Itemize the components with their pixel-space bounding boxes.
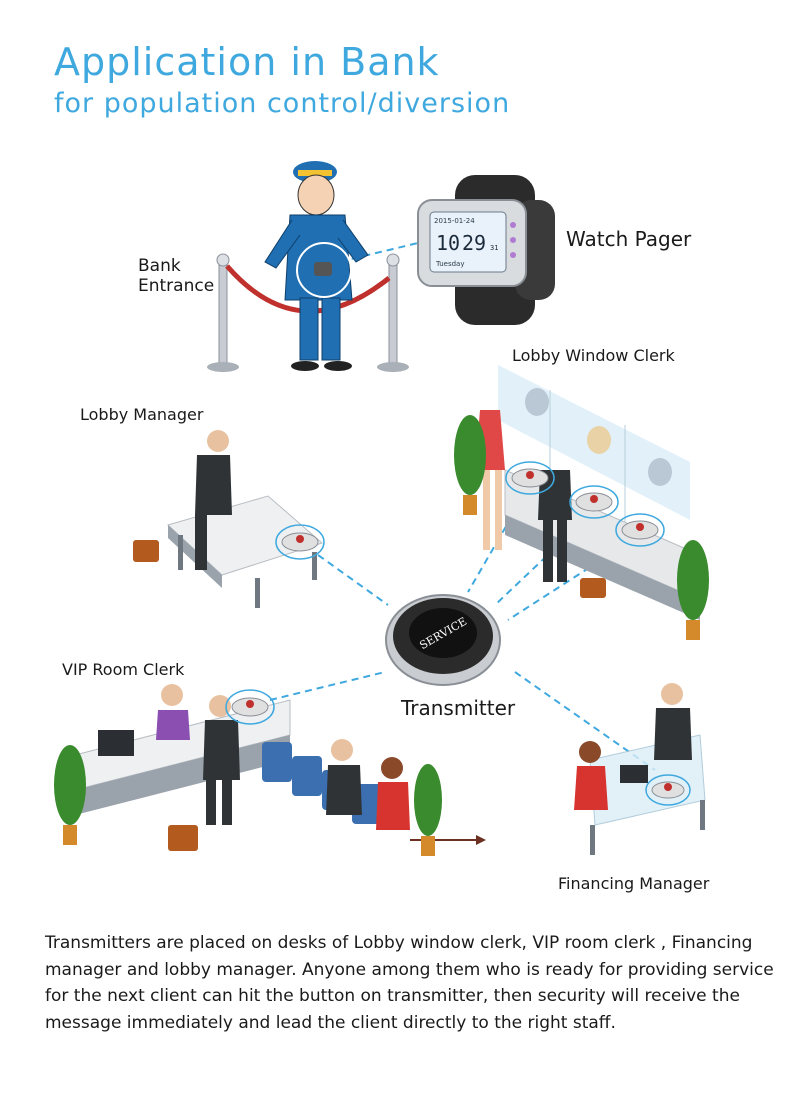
entrance-stanchions <box>207 253 409 372</box>
financing-manager-area <box>574 683 706 855</box>
bank-entrance-label: Bank Entrance <box>138 256 214 296</box>
signal-line-financing <box>514 671 656 771</box>
signal-line-window-clerk-2 <box>494 514 591 606</box>
transmitter-financing <box>645 774 691 806</box>
signal-line-watch <box>304 242 419 271</box>
signal-line-vip <box>269 671 386 701</box>
signal-line-lobby-manager <box>317 554 389 606</box>
security-guard-figure <box>264 161 369 371</box>
lobby-window-counter <box>475 365 701 620</box>
page-title: Application in Bank <box>54 40 440 84</box>
bank-entrance-line-2: Entrance <box>138 276 215 296</box>
watch-button-1 <box>510 222 516 228</box>
watch-button-3 <box>510 252 516 258</box>
vip-room-clerk-label: VIP Room Clerk <box>62 660 185 679</box>
transmitter-window-3 <box>615 513 665 547</box>
page-subtitle: for population control/diversion <box>54 88 511 119</box>
bank-entrance-line-1: Bank <box>138 256 181 276</box>
watch-pager-label: Watch Pager <box>566 227 692 251</box>
watch-minute-text: 29 <box>462 231 486 255</box>
lobby-window-clerk-label: Lobby Window Clerk <box>512 346 675 365</box>
potted-plants <box>54 415 709 856</box>
vip-room-area <box>74 684 486 851</box>
lobby-manager-desk <box>133 430 325 608</box>
watch-button-2 <box>510 237 516 243</box>
watch-date-text: 2015-01-24 <box>434 217 475 225</box>
transmitter-vip <box>225 689 275 725</box>
transmitter-lobby-manager <box>275 524 325 560</box>
transmitter-label: Transmitter <box>401 696 516 720</box>
watch-pager: 2015-01-24 10 29 31 Tuesday <box>417 175 555 325</box>
watch-day-text: Tuesday <box>435 260 464 268</box>
financing-manager-label: Financing Manager <box>558 874 710 893</box>
lobby-manager-label: Lobby Manager <box>80 405 204 424</box>
transmitter-window-2 <box>569 485 619 519</box>
description-paragraph: Transmitters are placed on desks of Lobb… <box>45 933 774 1033</box>
waiting-chairs <box>262 742 382 824</box>
watch-hour-text: 10 <box>436 231 460 255</box>
watch-seconds-text: 31 <box>490 244 498 252</box>
central-transmitter: SERVICE <box>385 594 501 686</box>
transmitter-window-1 <box>505 461 555 495</box>
